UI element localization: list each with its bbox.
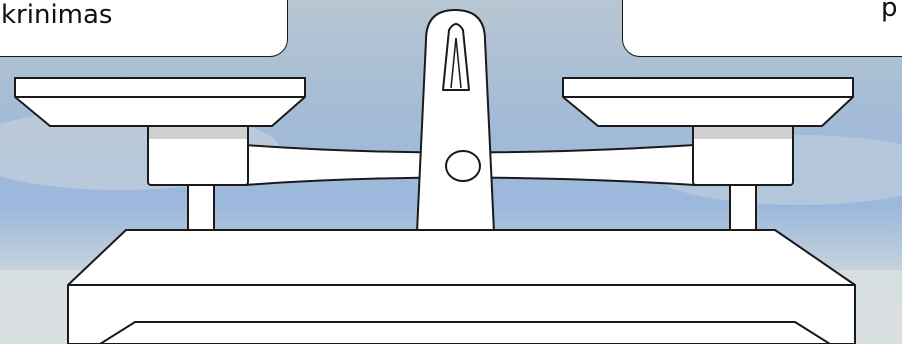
- right-label-box: p: [622, 0, 902, 57]
- left-label-box: krinimas: [0, 0, 288, 57]
- left-cup-shadow: [149, 126, 247, 139]
- pillar-slot: [442, 23, 470, 91]
- scale-base-front: [67, 284, 856, 344]
- scale-base-top: [67, 229, 856, 286]
- pillar-knob: [445, 150, 481, 182]
- left-label-text: krinimas: [1, 0, 113, 30]
- right-label-text: p: [881, 0, 898, 23]
- right-post: [729, 183, 757, 233]
- left-pan: [14, 77, 306, 127]
- right-cup-shadow: [694, 126, 792, 139]
- balance-scale-icon: [14, 9, 856, 344]
- left-post: [187, 183, 215, 233]
- right-pan: [562, 77, 854, 127]
- scale-base-inner: [99, 321, 831, 344]
